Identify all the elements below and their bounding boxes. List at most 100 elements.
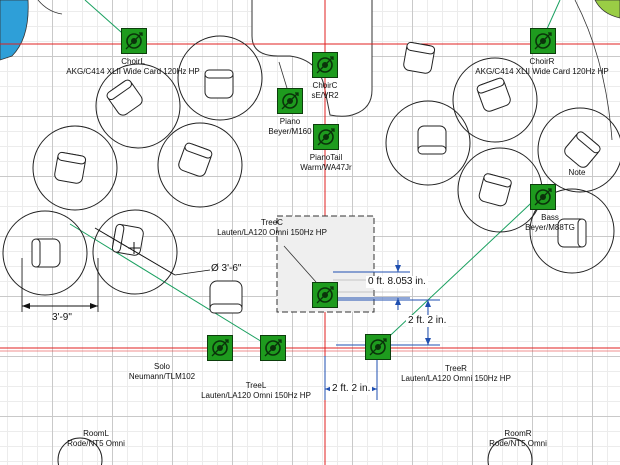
mic-model: Lauten/LA120 Omni 150Hz HP bbox=[217, 227, 327, 237]
table-4[interactable] bbox=[32, 125, 118, 211]
chair[interactable] bbox=[562, 130, 601, 169]
microphone-icon bbox=[264, 339, 282, 357]
microphone-icon bbox=[369, 338, 387, 356]
mic-choir-l[interactable] bbox=[121, 28, 147, 54]
mic-name: PianoTail bbox=[309, 153, 343, 162]
mic-model: Lauten/LA120 Omni 150Hz HP bbox=[401, 373, 511, 383]
mic-name: TreeR bbox=[445, 364, 467, 373]
mic-model: Warm/WA47Jr bbox=[300, 162, 352, 172]
mic-tree-r[interactable] bbox=[365, 334, 391, 360]
mic-bass[interactable] bbox=[530, 184, 556, 210]
table-9[interactable] bbox=[537, 107, 620, 193]
table-7[interactable] bbox=[452, 57, 538, 143]
tree-c-leader bbox=[283, 245, 317, 283]
green-shape[interactable] bbox=[594, 0, 620, 19]
mic-choir-r[interactable] bbox=[530, 28, 556, 54]
table-group bbox=[2, 35, 620, 465]
mic-model: Neumann/TLM102 bbox=[128, 371, 196, 381]
chair[interactable] bbox=[177, 142, 213, 178]
dim-table-diameter[interactable]: Ø 3'-6" bbox=[211, 263, 242, 274]
note-text: Note bbox=[568, 168, 586, 177]
width-dim-arrow-r bbox=[90, 303, 98, 309]
chair[interactable] bbox=[476, 77, 512, 113]
microphone-icon bbox=[316, 56, 334, 74]
chair[interactable] bbox=[31, 238, 61, 268]
chair[interactable] bbox=[209, 280, 243, 314]
table-11[interactable] bbox=[529, 188, 615, 274]
microphone-icon bbox=[316, 286, 334, 304]
dim-tree-spacing-horizontal[interactable]: 2 ft. 2 in. bbox=[330, 383, 373, 395]
microphone-icon bbox=[281, 92, 299, 110]
chair[interactable] bbox=[111, 223, 144, 256]
dim-tree-spacing-vertical[interactable]: 2 ft. 2 in. bbox=[406, 315, 449, 327]
mic-name: RoomR bbox=[504, 429, 532, 438]
chair[interactable] bbox=[557, 218, 587, 248]
mic-model: Lauten/LA120 Omni 150Hz HP bbox=[201, 390, 311, 400]
mic-name: TreeL bbox=[245, 381, 267, 390]
chair-group bbox=[31, 41, 601, 314]
mic-name: Piano bbox=[279, 117, 301, 126]
width-dim-arrow-l bbox=[22, 303, 30, 309]
table-13[interactable] bbox=[487, 437, 533, 465]
mic-solo[interactable] bbox=[207, 335, 233, 361]
microphone-icon bbox=[211, 339, 229, 357]
chair[interactable] bbox=[106, 79, 145, 118]
diameter-dimension-line bbox=[94, 227, 176, 276]
mic-name: ChoirR bbox=[529, 57, 555, 66]
mic-name: TreeC bbox=[261, 218, 283, 227]
mic-name: Solo bbox=[153, 362, 171, 371]
chair[interactable] bbox=[478, 173, 512, 207]
mic-choir-c[interactable] bbox=[312, 52, 338, 78]
label-note: Note bbox=[569, 168, 586, 178]
table-12[interactable] bbox=[57, 437, 103, 465]
table-6[interactable] bbox=[92, 209, 178, 295]
mic-model: Rode/NT5 Omni bbox=[67, 438, 125, 448]
table-1[interactable] bbox=[95, 63, 181, 149]
dim-table-width[interactable]: 3'-9" bbox=[52, 312, 72, 323]
table-8[interactable] bbox=[385, 100, 471, 186]
mic-model: AKG/C414 XLII Wide Card 120Hz HP bbox=[66, 66, 200, 76]
mic-model: sE/VR2 bbox=[311, 90, 339, 100]
chair[interactable] bbox=[204, 69, 234, 99]
mic-name: ChoirL bbox=[121, 57, 145, 66]
microphone-icon bbox=[534, 32, 552, 50]
mic-name: ChoirC bbox=[312, 81, 338, 90]
diameter-leader bbox=[174, 269, 211, 276]
table-5[interactable] bbox=[2, 210, 88, 296]
mic-model: AKG/C414 XLII Wide Card 120Hz HP bbox=[475, 66, 609, 76]
mic-name: Bass bbox=[541, 213, 559, 222]
table-2[interactable] bbox=[177, 35, 263, 121]
mic-tree-l[interactable] bbox=[260, 335, 286, 361]
chair[interactable] bbox=[54, 151, 87, 184]
mic-piano[interactable] bbox=[277, 88, 303, 114]
mic-piano-tail[interactable] bbox=[313, 124, 339, 150]
mic-model: Beyer/M88TG bbox=[525, 222, 575, 232]
mic-model: Beyer/M160 bbox=[268, 126, 312, 136]
blue-shape[interactable] bbox=[0, 0, 29, 61]
mic-name: RoomL bbox=[83, 429, 109, 438]
cable-tree-l bbox=[69, 223, 273, 349]
cable-tree-r bbox=[377, 189, 546, 348]
mic-model: Rode/NT5 Omni bbox=[489, 438, 547, 448]
stage-arc-left bbox=[37, 0, 63, 15]
table-3[interactable] bbox=[157, 122, 243, 208]
dim-tree-depth[interactable]: 0 ft. 8.053 in. bbox=[366, 276, 428, 288]
microphone-icon bbox=[125, 32, 143, 50]
chair[interactable] bbox=[403, 41, 436, 74]
microphone-icon bbox=[534, 188, 552, 206]
mic-tree-c[interactable] bbox=[312, 282, 338, 308]
chair[interactable] bbox=[417, 125, 447, 155]
